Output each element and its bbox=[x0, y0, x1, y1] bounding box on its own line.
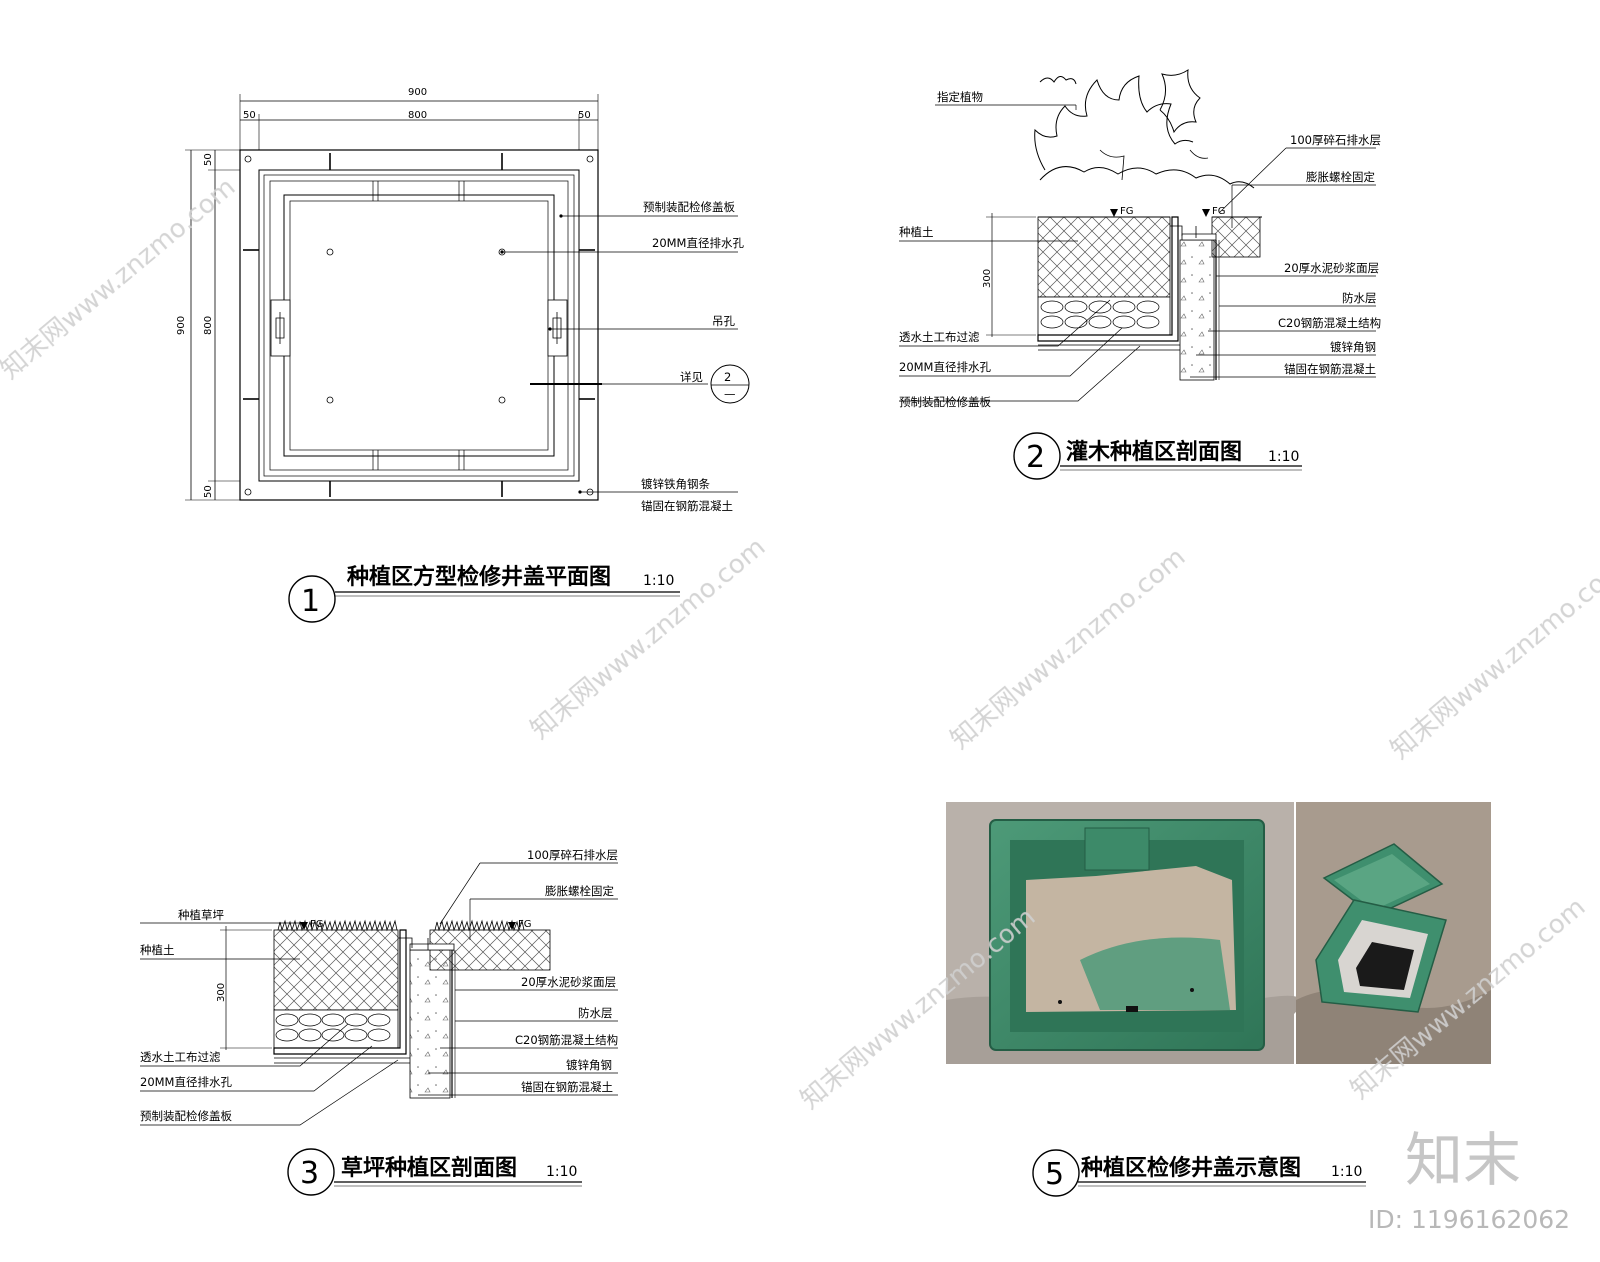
title-number-5: 5 bbox=[1045, 1157, 1064, 1192]
title-number-3: 3 bbox=[300, 1156, 319, 1191]
label-concrete-2: C20钢筋混凝土结构 bbox=[1278, 316, 1381, 330]
photo-cover-installed bbox=[1296, 802, 1491, 1064]
dim-300-shrub: 300 bbox=[982, 269, 993, 288]
label-waterproof-2: 防水层 bbox=[1342, 291, 1377, 305]
title-drawing-5: 种植区检修井盖示意图 bbox=[1081, 1155, 1301, 1181]
watermark-text: 知末网www.znzmo.com bbox=[0, 172, 241, 385]
label-designated-plants: 指定植物 bbox=[937, 90, 983, 104]
shrub-section-drawing: FG FG 300 指定植物 种植土 透水土工布过滤 20MM直径排水孔 预制装… bbox=[899, 68, 1381, 480]
label-waterproof-3: 防水层 bbox=[578, 1006, 613, 1020]
dim-900-top: 900 bbox=[408, 87, 427, 98]
watermark-text: 知末网www.znzmo.com bbox=[1385, 552, 1600, 765]
lawn-section-drawing: FG FG 300 种植草坪 种植土 透水土工布过滤 20MM直径排水孔 预制装… bbox=[140, 848, 618, 1196]
dim-50-bottom: 50 bbox=[203, 485, 214, 498]
title-drawing-1: 种植区方型检修井盖平面图 bbox=[347, 564, 611, 590]
label-anchor: 锚固在钢筋混凝土 bbox=[641, 499, 733, 513]
label-gravel-2: 100厚碎石排水层 bbox=[1290, 133, 1381, 147]
title-number-circle-5 bbox=[1032, 1149, 1080, 1197]
photo-cover-closeup bbox=[946, 802, 1302, 1064]
dim-800-top: 800 bbox=[408, 110, 427, 121]
watermark-text: 知末网www.znzmo.com bbox=[945, 542, 1191, 755]
title-number-circle-3 bbox=[287, 1148, 335, 1196]
label-cover-plate-2: 预制装配检修盖板 bbox=[899, 395, 991, 409]
title-drawing-2: 灌木种植区剖面图 bbox=[1066, 439, 1242, 465]
label-angle-steel: 镀锌铁角钢条 bbox=[641, 477, 710, 491]
dim-50-left: 50 bbox=[243, 110, 256, 121]
label-concrete-3: C20钢筋混凝土结构 bbox=[515, 1033, 618, 1047]
label-anchor-3: 锚固在钢筋混凝土 bbox=[521, 1080, 613, 1094]
label-mortar-2: 20厚水泥砂浆面层 bbox=[1284, 261, 1379, 275]
scale-drawing-3: 1:10 bbox=[546, 1164, 577, 1180]
label-cover-plate: 预制装配检修盖板 bbox=[643, 200, 735, 214]
title-number-circle-1 bbox=[288, 575, 336, 623]
label-mortar-3: 20厚水泥砂浆面层 bbox=[521, 975, 616, 989]
title-number-2: 2 bbox=[1026, 440, 1045, 475]
label-gravel-3: 100厚碎石排水层 bbox=[527, 848, 618, 862]
label-cover-plate-3: 预制装配检修盖板 bbox=[140, 1109, 232, 1123]
fg-mark-left: FG bbox=[1120, 206, 1134, 217]
label-bolt-3: 膨胀螺栓固定 bbox=[545, 884, 614, 898]
detail-ref-sheet: — bbox=[724, 387, 736, 401]
label-bolt-2: 膨胀螺栓固定 bbox=[1306, 170, 1375, 184]
dim-50-top: 50 bbox=[203, 153, 214, 166]
dim-800-left: 800 bbox=[203, 316, 214, 335]
title-number-1: 1 bbox=[301, 584, 320, 619]
title-drawing-3: 草坪种植区剖面图 bbox=[341, 1155, 517, 1181]
label-geotextile-3: 透水土工布过滤 bbox=[140, 1050, 221, 1064]
fg-mark-right: FG bbox=[1212, 206, 1226, 217]
watermark-brand: 知末 bbox=[1405, 1126, 1521, 1194]
label-lifting-hole: 吊孔 bbox=[712, 314, 735, 328]
label-drain-hole-3: 20MM直径排水孔 bbox=[140, 1075, 232, 1089]
plan-drawing: 900 800 50 50 900 800 50 50 bbox=[176, 87, 750, 623]
scale-drawing-5: 1:10 bbox=[1331, 1164, 1362, 1180]
dim-900-left: 900 bbox=[176, 316, 187, 335]
photo-illustration: 5 种植区检修井盖示意图 1:10 bbox=[946, 802, 1491, 1197]
label-geotextile-2: 透水土工布过滤 bbox=[899, 330, 980, 344]
label-angle-2: 镀锌角钢 bbox=[1330, 340, 1376, 354]
label-anchor-2: 锚固在钢筋混凝土 bbox=[1284, 362, 1376, 376]
fg-mark-lawn-left: FG bbox=[310, 919, 324, 930]
label-planting-soil-2: 种植土 bbox=[899, 225, 934, 239]
fg-mark-lawn-right: FG bbox=[518, 919, 532, 930]
watermark-id: ID: 1196162062 bbox=[1368, 1205, 1570, 1234]
dim-300-lawn: 300 bbox=[216, 983, 227, 1002]
label-drain-hole-2: 20MM直径排水孔 bbox=[899, 360, 991, 374]
label-planting-soil-3: 种植土 bbox=[140, 943, 175, 957]
label-lawn: 种植草坪 bbox=[178, 908, 224, 922]
label-drain-hole: 20MM直径排水孔 bbox=[652, 236, 744, 250]
detail-ref-circle bbox=[710, 364, 750, 404]
label-see-detail: 详见 bbox=[680, 370, 703, 384]
scale-drawing-2: 1:10 bbox=[1268, 449, 1299, 465]
label-angle-3: 镀锌角钢 bbox=[566, 1058, 612, 1072]
detail-ref-number: 2 bbox=[724, 370, 731, 384]
title-number-circle-2 bbox=[1013, 432, 1061, 480]
dim-50-right: 50 bbox=[578, 110, 591, 121]
scale-drawing-1: 1:10 bbox=[643, 573, 674, 589]
